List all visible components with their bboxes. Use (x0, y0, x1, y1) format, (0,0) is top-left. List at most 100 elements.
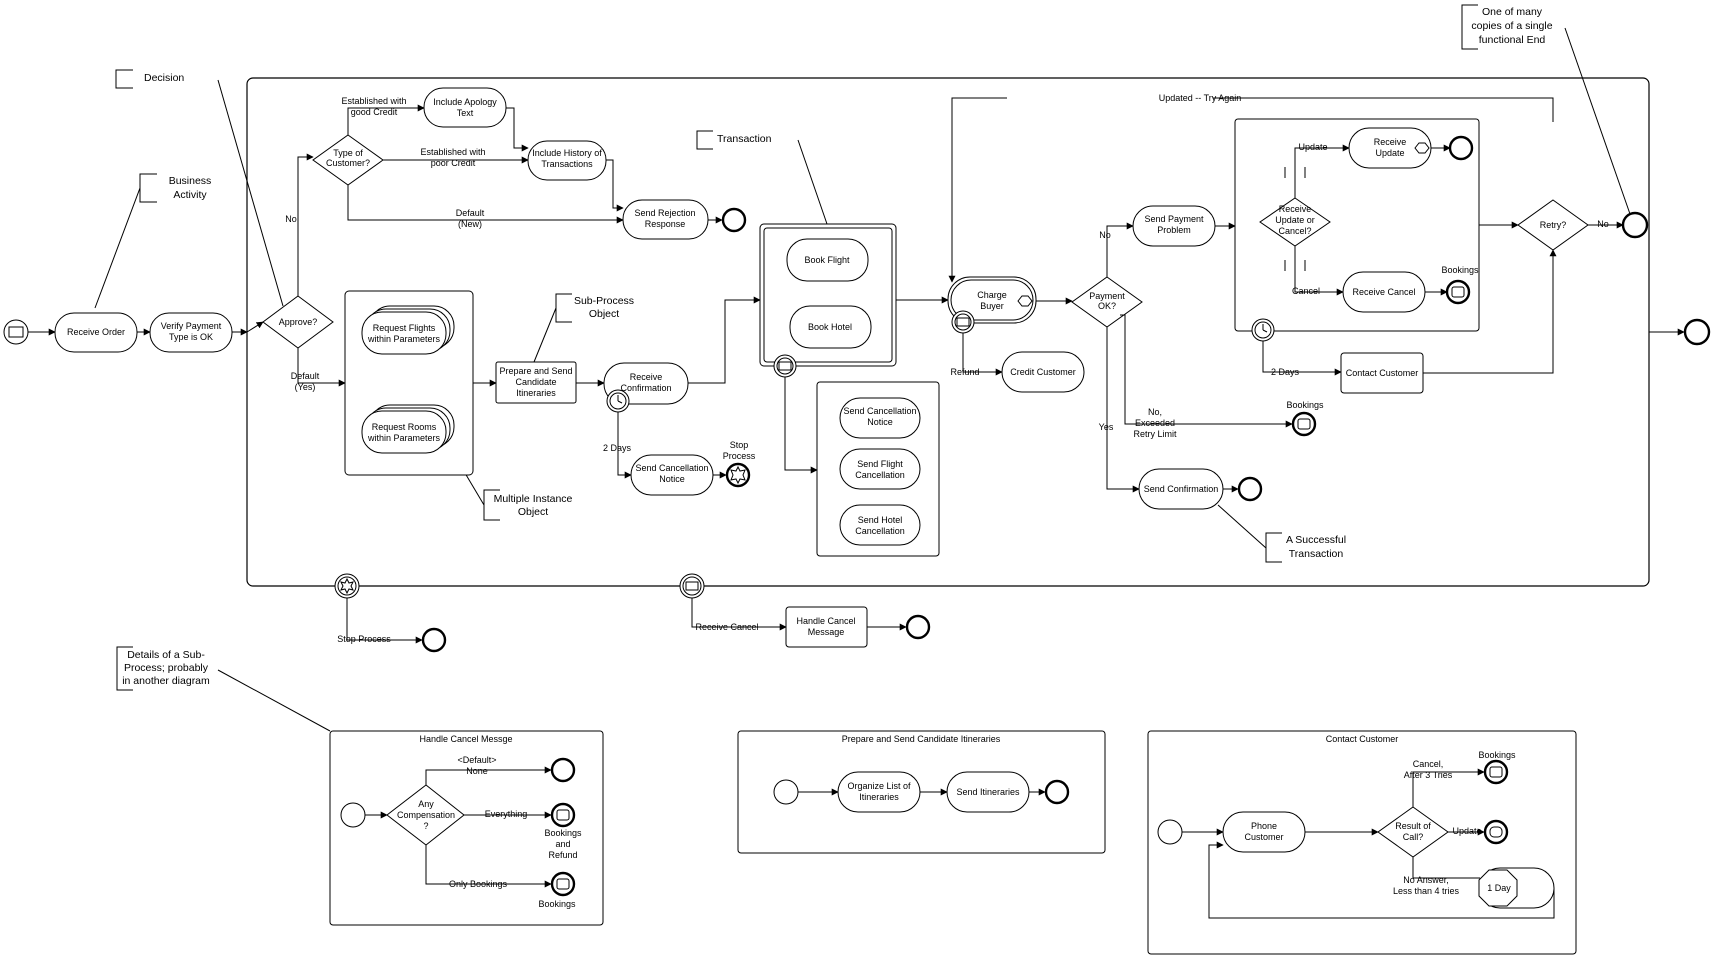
task-verify-payment[interactable]: Verify Payment Type is OK (149, 312, 233, 353)
svg-text:Request Flights: Request Flights (373, 323, 436, 333)
svg-text:Text: Text (457, 108, 474, 118)
svg-text:Request Rooms: Request Rooms (372, 422, 437, 432)
annotation-transaction: Transaction (696, 130, 828, 225)
task-receive-cancel[interactable]: Receive Cancel (1342, 271, 1426, 313)
svg-text:Everything: Everything (485, 809, 528, 819)
end-event-stop-boundary (421, 627, 447, 653)
svg-text:No: No (285, 214, 297, 224)
svg-text:Approve?: Approve? (279, 317, 318, 327)
svg-text:Send Cancellation: Send Cancellation (843, 406, 916, 416)
svg-text:Bookings: Bookings (1478, 750, 1516, 760)
error-boundary-stop-process (334, 573, 360, 599)
annotation-multiple-instance: Multiple Instance Object (461, 467, 573, 521)
svg-text:within Parameters: within Parameters (367, 334, 441, 344)
svg-text:Type is OK: Type is OK (169, 332, 213, 342)
svg-text:Call?: Call? (1403, 832, 1424, 842)
end-event-handle-cancel (905, 614, 931, 640)
task-comp-send-cancellation[interactable]: Send Cancellation Notice (839, 397, 921, 439)
svg-text:Update: Update (1375, 148, 1404, 158)
task-credit-customer[interactable]: Credit Customer (1001, 351, 1085, 393)
svg-text:Stop Process: Stop Process (337, 634, 391, 644)
svg-text:2 Days: 2 Days (1271, 367, 1300, 377)
svg-text:No,: No, (1148, 407, 1162, 417)
svg-text:Yes: Yes (1099, 422, 1114, 432)
task-send-cancellation-notice[interactable]: Send Cancellation Notice (630, 454, 714, 496)
svg-text:Refund: Refund (950, 367, 979, 377)
task-send-flight-cancellation[interactable]: Send Flight Cancellation (839, 448, 921, 490)
task-one-day[interactable]: 1 Day (1478, 867, 1555, 909)
svg-text:Receive: Receive (1279, 204, 1312, 214)
svg-text:Receive: Receive (1374, 137, 1407, 147)
svg-text:Default: Default (456, 208, 485, 218)
annotation-successful-transaction: A Successful Transaction (1217, 504, 1346, 563)
end-event-prepare (1044, 779, 1070, 805)
svg-text:Result of: Result of (1395, 821, 1431, 831)
svg-text:Business: Business (169, 175, 212, 187)
task-organize-list[interactable]: Organize List of Itineraries (837, 771, 921, 813)
end-event-update-contact (1483, 819, 1509, 845)
task-phone-customer[interactable]: Phone Customer (1222, 811, 1306, 853)
svg-text:Contact Customer: Contact Customer (1346, 368, 1419, 378)
task-send-rejection[interactable]: Send Rejection Response (622, 199, 709, 240)
start-event-handle-cancel (340, 802, 366, 828)
svg-text:Retry Limit: Retry Limit (1133, 429, 1177, 439)
task-send-hotel-cancellation[interactable]: Send Hotel Cancellation (839, 504, 921, 546)
svg-text:<Default>: <Default> (457, 755, 496, 765)
subprocess-handle-cancel-message[interactable]: Handle Cancel Message (785, 606, 868, 648)
svg-text:Process; probably: Process; probably (124, 662, 209, 674)
svg-text:One of many: One of many (1482, 6, 1543, 18)
svg-text:Send Payment: Send Payment (1144, 214, 1204, 224)
task-book-hotel[interactable]: Book Hotel (789, 305, 872, 349)
task-request-flights[interactable]: Request Flights within Parameters (361, 305, 455, 355)
cancel-boundary-event-transaction (773, 354, 797, 378)
svg-text:Refund: Refund (548, 850, 577, 860)
detail-handle-cancel (329, 730, 604, 926)
svg-text:and: and (555, 839, 570, 849)
svg-text:Payment: Payment (1089, 291, 1125, 301)
svg-text:Send Flight: Send Flight (857, 459, 903, 469)
task-charge-buyer[interactable]: Charge Buyer (947, 276, 1037, 324)
svg-text:Object: Object (518, 506, 548, 518)
svg-text:Cancel: Cancel (1292, 286, 1320, 296)
svg-text:Cancel,: Cancel, (1413, 759, 1444, 769)
task-contact-customer[interactable]: Contact Customer (1340, 352, 1424, 394)
svg-text:Transactions: Transactions (541, 159, 593, 169)
svg-text:Activity: Activity (173, 189, 207, 201)
svg-text:Cancellation: Cancellation (855, 470, 905, 480)
task-send-itineraries[interactable]: Send Itineraries (946, 771, 1030, 813)
task-request-rooms[interactable]: Request Rooms within Parameters (361, 404, 455, 454)
svg-text:Include History of: Include History of (532, 148, 602, 158)
task-book-flight[interactable]: Book Flight (786, 238, 869, 282)
svg-text:Credit Customer: Credit Customer (1010, 367, 1076, 377)
svg-text:A Successful: A Successful (1286, 534, 1346, 546)
task-include-apology[interactable]: Include Apology Text (423, 87, 507, 128)
svg-text:Bookings: Bookings (544, 828, 582, 838)
svg-text:None: None (466, 766, 488, 776)
svg-text:Customer: Customer (1244, 832, 1283, 842)
task-send-confirmation[interactable]: Send Confirmation (1138, 468, 1224, 510)
start-event-contact (1157, 819, 1183, 845)
svg-text:Transaction: Transaction (717, 133, 772, 145)
svg-text:Stop: Stop (730, 440, 749, 450)
svg-text:Send Itineraries: Send Itineraries (956, 787, 1020, 797)
end-event-bookings-refund (550, 802, 576, 828)
svg-text:Response: Response (645, 219, 686, 229)
svg-text:Process: Process (723, 451, 756, 461)
svg-text:poor Credit: poor Credit (431, 158, 476, 168)
annotation-sub-process-object: Sub-Process Object (533, 293, 634, 363)
svg-text:Retry?: Retry? (1540, 220, 1567, 230)
svg-text:Update: Update (1298, 142, 1327, 152)
svg-text:Notice: Notice (867, 417, 893, 427)
task-send-payment-problem[interactable]: Send Payment Problem (1132, 205, 1216, 247)
task-receive-update[interactable]: Receive Update (1348, 127, 1432, 169)
subprocess-prepare-send[interactable]: Prepare and Send Candidate Itineraries (495, 361, 577, 404)
svg-text:Prepare and Send: Prepare and Send (499, 366, 572, 376)
task-receive-order[interactable]: Receive Order (54, 312, 138, 353)
svg-text:Handle Cancel: Handle Cancel (796, 616, 855, 626)
task-include-history[interactable]: Include History of Transactions (527, 140, 607, 181)
svg-text:Send Rejection: Send Rejection (634, 208, 695, 218)
svg-text:Buyer: Buyer (980, 301, 1004, 311)
gateway-retry: Retry? (1517, 199, 1589, 251)
svg-text:Update or: Update or (1275, 215, 1315, 225)
svg-text:Transaction: Transaction (1289, 548, 1344, 560)
